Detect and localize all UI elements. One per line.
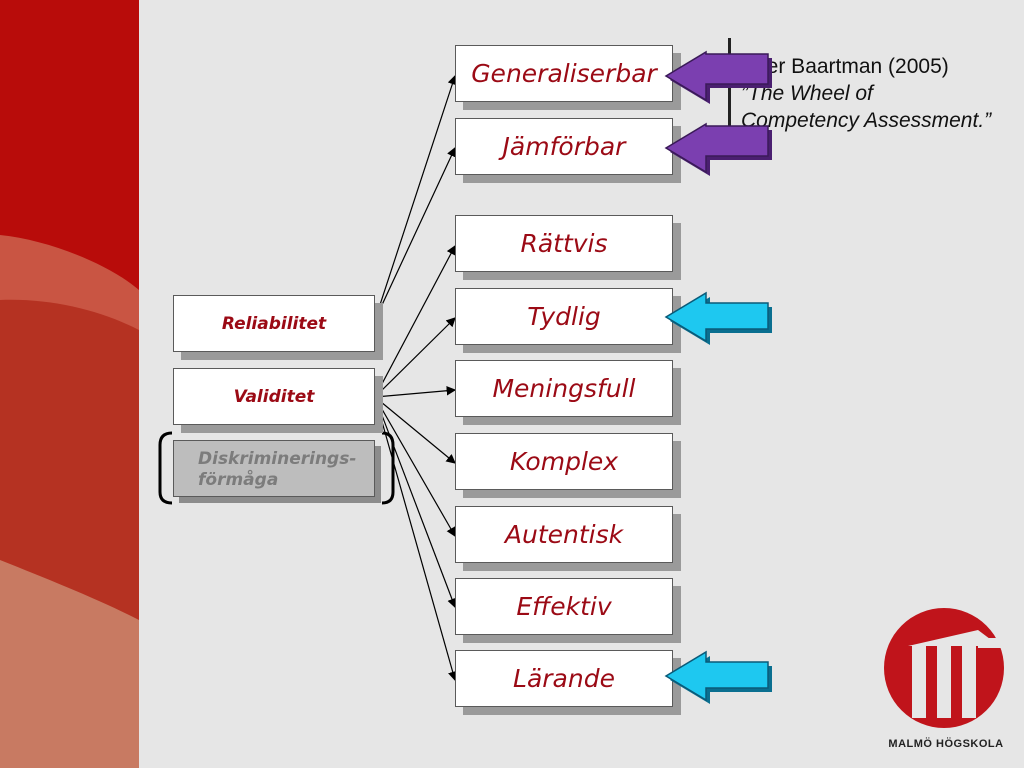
- citation-line1: Efter Baartman (2005): [741, 55, 949, 78]
- criterion-effektiv-box: Effektiv: [455, 578, 673, 635]
- criterion-komplex-box: Komplex: [455, 433, 673, 490]
- criterion-generaliserbar-box: Generaliserbar: [455, 45, 673, 102]
- citation-line2: ”The Wheel of: [741, 82, 873, 105]
- validitet-label: Validitet: [233, 386, 315, 407]
- validitet-box: Validitet: [173, 368, 375, 425]
- criterion-label: Meningsfull: [492, 374, 636, 403]
- citation-text: Efter Baartman (2005) ”The Wheel of Comp…: [741, 53, 991, 134]
- left-decorative-band: [0, 0, 139, 768]
- blue-left-arrow-icon: [664, 291, 772, 345]
- logo-text: MALMÖ HÖGSKOLA: [888, 738, 1004, 750]
- criterion-label: Autentisk: [504, 520, 624, 549]
- diskriminering-line2: förmåga: [198, 470, 279, 490]
- purple-left-arrow-icon: [664, 50, 772, 104]
- criterion-label: Jämförbar: [502, 132, 626, 161]
- criterion-rattvis-box: Rättvis: [455, 215, 673, 272]
- diskriminering-line1: Diskriminerings-: [198, 449, 357, 469]
- malmo-hogskola-logo-icon: [884, 608, 1014, 728]
- criterion-label: Effektiv: [516, 592, 612, 621]
- reliabilitet-label: Reliabilitet: [221, 313, 327, 334]
- criterion-autentisk-box: Autentisk: [455, 506, 673, 563]
- criterion-label: Tydlig: [527, 302, 601, 331]
- blue-left-arrow-icon: [664, 650, 772, 704]
- diskriminering-box: Diskriminerings- förmåga: [173, 440, 375, 497]
- criterion-label: Lärande: [513, 664, 615, 693]
- criterion-label: Komplex: [509, 447, 619, 476]
- citation-line3: Competency Assessment.”: [741, 109, 992, 132]
- criterion-meningsfull-box: Meningsfull: [455, 360, 673, 417]
- criterion-label: Generaliserbar: [471, 59, 657, 88]
- criterion-tydlig-box: Tydlig: [455, 288, 673, 345]
- purple-left-arrow-icon: [664, 122, 772, 176]
- criterion-larande-box: Lärande: [455, 650, 673, 707]
- reliabilitet-box: Reliabilitet: [173, 295, 375, 352]
- criterion-jamforbar-box: Jämförbar: [455, 118, 673, 175]
- criterion-label: Rättvis: [520, 229, 608, 258]
